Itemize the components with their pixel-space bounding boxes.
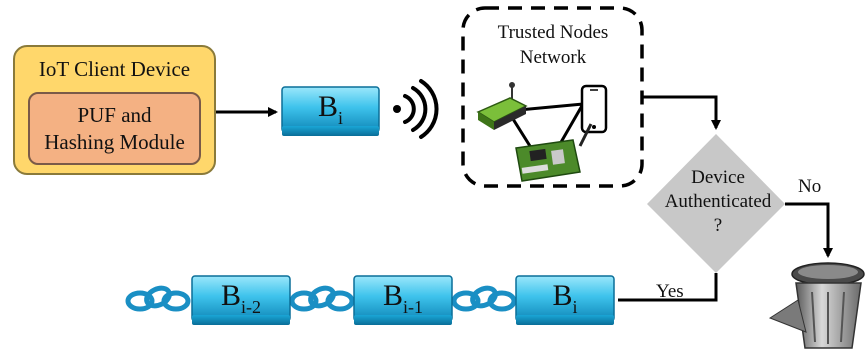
chain-block-i-1 [353, 275, 453, 325]
trash-can-icon [768, 262, 865, 349]
chain-link-icon [125, 285, 191, 312]
smartphone-icon [580, 84, 608, 134]
chain-block-i-2 [191, 275, 291, 325]
chain-block-i-2-label: Bi-2 [192, 281, 290, 322]
chain-block-i [515, 275, 615, 325]
chain-block-i-label: Bi [516, 281, 614, 322]
arrow-network-to-decision [642, 95, 721, 130]
chain-link-icon [289, 285, 355, 312]
chain-block-i-2-sub: i-2 [241, 297, 261, 317]
decision-diamond [647, 134, 785, 273]
chain-block-i-base: B [552, 279, 573, 312]
puf-hashing-module: PUF and Hashing Module [28, 92, 201, 165]
block-top-sub: i [338, 108, 344, 128]
trusted-network-line2: Network [519, 47, 587, 68]
chain-block-i-sub: i [572, 297, 578, 317]
arrow-no [785, 202, 833, 258]
chain-block-i-1-label: Bi-1 [354, 281, 452, 322]
wireless-signal-icon [393, 79, 439, 139]
block-top-base: B [317, 90, 338, 123]
block-top-label: Bi [282, 92, 379, 133]
chain-link-icon [451, 285, 517, 312]
no-label: No [798, 176, 822, 197]
chain-block-i-1-sub: i-1 [403, 297, 423, 317]
yes-label: Yes [656, 281, 684, 302]
block-top [281, 86, 380, 136]
circuit-board-icon [515, 123, 593, 182]
sensor-node-icon [476, 82, 528, 130]
decision-line3: ? [713, 215, 723, 236]
puf-module-line2: Hashing Module [44, 129, 185, 154]
chain-block-i-1-base: B [382, 279, 403, 312]
iot-client-title: IoT Client Device [38, 57, 191, 81]
trusted-network-line1: Trusted Nodes [497, 22, 609, 43]
chain-block-i-2-base: B [220, 279, 241, 312]
puf-module-line1: PUF and [77, 102, 152, 127]
network-links [505, 102, 586, 173]
decision-text: Device Authenticated ? [648, 166, 788, 238]
decision-line2: Authenticated [664, 191, 772, 212]
decision-line1: Device [691, 167, 745, 188]
trusted-network-title: Trusted Nodes Network [462, 20, 644, 70]
arrow-yes [618, 273, 718, 302]
